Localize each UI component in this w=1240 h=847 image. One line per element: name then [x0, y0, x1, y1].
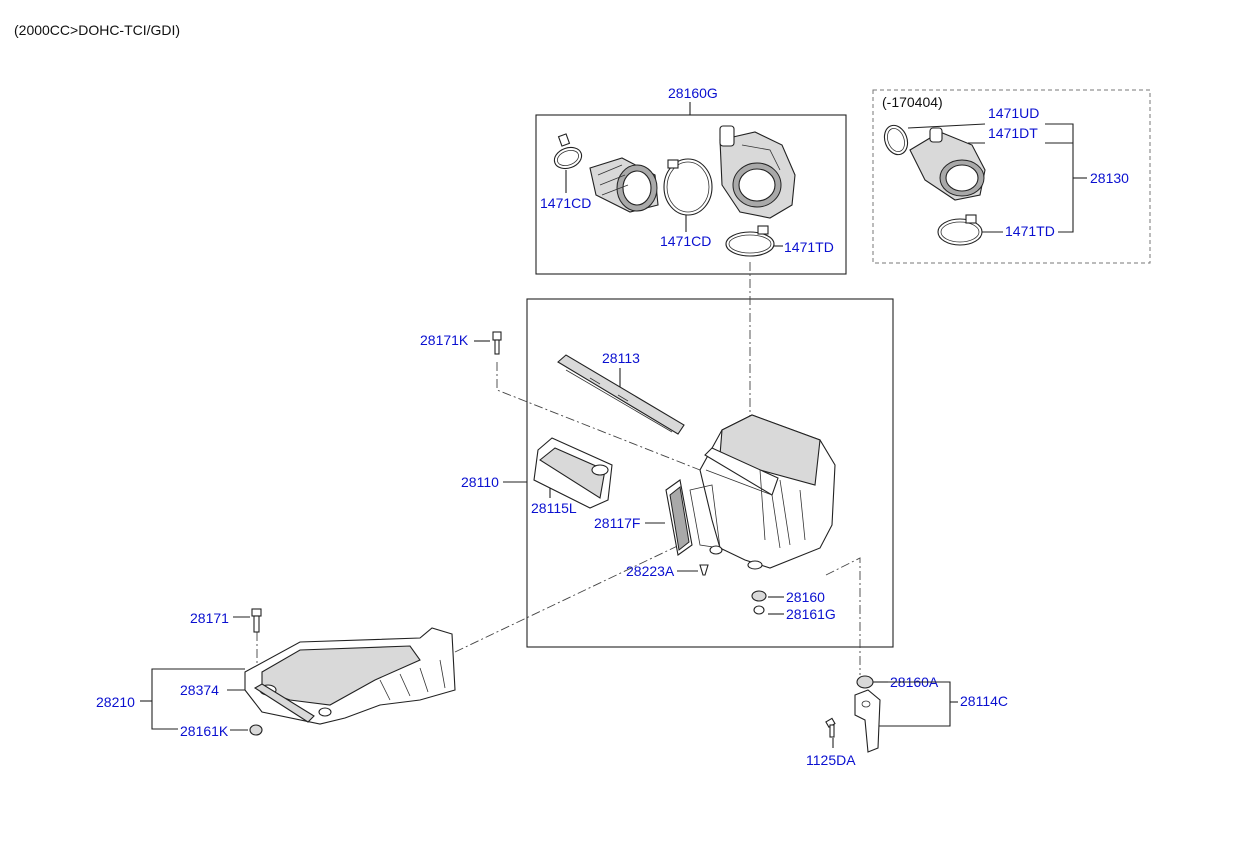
label-28160[interactable]: 28160: [786, 589, 825, 605]
bracket-28114c: [854, 689, 881, 753]
clamp-1471td-upper: [725, 225, 775, 257]
label-1471td-lower[interactable]: 1471TD: [1005, 223, 1055, 239]
grommet-28160: [751, 590, 767, 602]
label-1471cd-left[interactable]: 1471CD: [540, 195, 591, 211]
cover-28115l: [533, 437, 613, 509]
throttle-adapter-28160g: [719, 125, 796, 219]
label-1125da[interactable]: 1125DA: [806, 752, 856, 768]
bolt-28171: [251, 608, 262, 633]
seal-28117f: [665, 479, 693, 556]
box-28130-group: [872, 89, 1151, 264]
label-28114c[interactable]: 28114C: [960, 693, 1008, 709]
label-28160g[interactable]: 28160G: [668, 85, 718, 101]
label-28117f[interactable]: 28117F: [594, 515, 640, 531]
label-28210[interactable]: 28210: [96, 694, 135, 710]
label-28171k[interactable]: 28171K: [420, 332, 469, 348]
box-date-note: (-170404): [882, 94, 943, 110]
intake-hose-28160g: [589, 157, 659, 213]
intake-duct-28210: [244, 627, 456, 725]
label-28110[interactable]: 28110: [461, 474, 499, 490]
element-28113: [557, 354, 685, 435]
label-28161k[interactable]: 28161K: [180, 723, 229, 739]
label-28161g[interactable]: 28161G: [786, 606, 836, 622]
assembly-dashed-lines: [256, 262, 861, 675]
label-1471td-upper[interactable]: 1471TD: [784, 239, 834, 255]
clamp-1471td-lower: [937, 214, 983, 246]
box-28110-group: [526, 298, 894, 648]
intake-hose-28130: [909, 127, 986, 201]
air-cleaner-body-28110: [689, 414, 836, 570]
box-28160g-group: [535, 114, 847, 275]
bolt-1125da: [825, 717, 836, 738]
leader-lines: [140, 102, 1087, 748]
engine-spec-header: (2000CC>DOHC-TCI/GDI): [14, 22, 180, 38]
label-1471ud[interactable]: 1471UD: [988, 105, 1039, 121]
clamp-1471cd-left: [553, 133, 583, 170]
collar-28161k: [249, 724, 263, 736]
screw-28223a: [699, 564, 709, 576]
bolt-28171k: [492, 331, 502, 355]
label-28223a[interactable]: 28223A: [626, 563, 675, 579]
label-28115l[interactable]: 28115L: [531, 500, 577, 516]
label-1471dt[interactable]: 1471DT: [988, 125, 1038, 141]
label-28171[interactable]: 28171: [190, 610, 229, 626]
grommet-28160a: [856, 675, 874, 689]
clamp-1471ud: [883, 124, 909, 156]
label-1471cd-right[interactable]: 1471CD: [660, 233, 711, 249]
label-28113[interactable]: 28113: [602, 350, 640, 366]
seal-strip-28374: [253, 683, 315, 723]
label-28130[interactable]: 28130: [1090, 170, 1129, 186]
label-28374[interactable]: 28374: [180, 682, 219, 698]
clamp-1471cd-right: [663, 158, 713, 216]
collar-28161g: [753, 605, 765, 615]
